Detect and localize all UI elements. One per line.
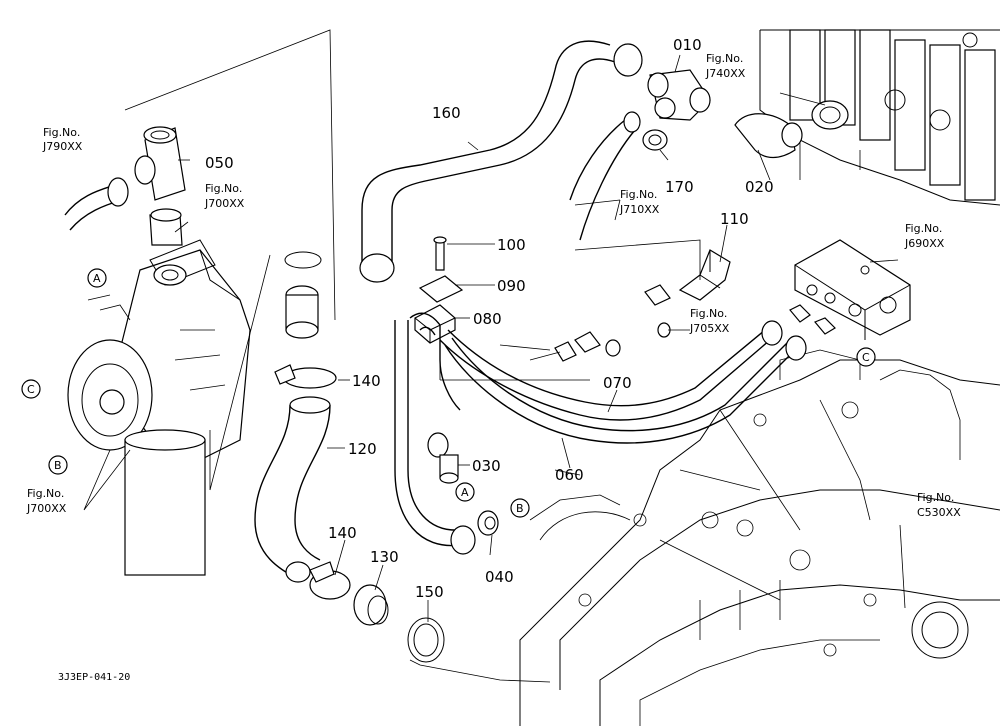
label-040: 040: [485, 568, 514, 586]
fig-ref-c530-code: C530XX: [917, 506, 961, 519]
pipe-160-upper-nut: [613, 43, 643, 77]
circle-markers: A C B A B C: [21, 268, 876, 518]
pipe-160-nut: [359, 253, 395, 283]
label-140-upper: 140: [352, 372, 381, 390]
marker-b-pipe-letter: B: [516, 502, 524, 515]
label-030: 030: [472, 457, 501, 475]
label-170: 170: [665, 178, 694, 196]
pipe-160-b: [391, 58, 616, 262]
label-120: 120: [348, 440, 377, 458]
label-080: 080: [473, 310, 502, 328]
label-020: 020: [745, 178, 774, 196]
marker-c-pump-letter: C: [27, 383, 35, 396]
manifold-block: [789, 239, 911, 340]
pipe-060-left-b: [407, 320, 461, 531]
hose-120-left: [254, 404, 301, 581]
pipe-j710-b: [579, 129, 636, 241]
fig-ref-j740-title: Fig.No.: [706, 52, 743, 65]
fig-ref-j700a-code: J700XX: [204, 197, 245, 210]
pipe-070-end-nut: [761, 320, 783, 346]
label-130: 130: [370, 548, 399, 566]
marker-c-pump: [21, 379, 41, 399]
figure-references: Fig.No. J790XX Fig.No. J700XX Fig.No. J7…: [26, 52, 961, 519]
pipe-160-a: [361, 40, 611, 262]
bracket-guide-line: [574, 239, 701, 280]
hose-120-top-end: [289, 396, 331, 414]
label-110: 110: [720, 210, 749, 228]
label-140-lower: 140: [328, 524, 357, 542]
part-number-labels: 160 010 050 170 020 100 110 090 080 140 …: [205, 36, 774, 601]
label-100: 100: [497, 236, 526, 254]
fig-ref-j700b-title: Fig.No.: [27, 487, 64, 500]
pipe-060-main-a: [444, 344, 796, 444]
bracket-110: [529, 249, 731, 362]
fig-ref-j690-code: J690XX: [904, 237, 945, 250]
pipe-guide-line: [554, 469, 581, 476]
fig-ref-j700a-title: Fig.No.: [205, 182, 242, 195]
fig-ref-j790-title: Fig.No.: [43, 126, 80, 139]
leader-lines: [83, 54, 906, 622]
label-010: 010: [673, 36, 702, 54]
fig-ref-j700b-code: J700XX: [26, 502, 67, 515]
label-160: 160: [432, 104, 461, 122]
clamp-assembly: [414, 236, 464, 344]
marker-a-pump-letter: A: [93, 272, 101, 285]
marker-c-housing-letter: C: [862, 351, 870, 364]
bolt-guide-line: [499, 344, 551, 351]
transmission-housing: [519, 349, 1000, 726]
hose-j790-upper: [64, 184, 116, 216]
drawing-code: 3J3EP-041-20: [58, 672, 130, 683]
lower-fittings: [309, 561, 445, 663]
marker-a-pipe: [455, 482, 475, 502]
pipe-j710-nut: [623, 111, 641, 133]
fittings-030-040: [427, 432, 499, 555]
marker-a-pipe-letter: A: [461, 486, 469, 499]
label-070: 070: [603, 374, 632, 392]
fig-ref-j705-code: J705XX: [689, 322, 730, 335]
marker-b-pump-letter: B: [54, 459, 62, 472]
label-060: 060: [555, 466, 584, 484]
label-050: 050: [205, 154, 234, 172]
marker-a-pump: [87, 268, 107, 288]
fig-ref-j710-title: Fig.No.: [620, 188, 657, 201]
pipe-060-main-b: [451, 337, 791, 432]
pipe-070-main-b: [447, 329, 766, 407]
pipe-070-main-a: [439, 339, 771, 421]
fig-ref-j690-title: Fig.No.: [905, 222, 942, 235]
upper-right-fittings: [642, 69, 803, 159]
hydraulic-pump: [67, 239, 251, 576]
part-050-tee: [134, 126, 186, 246]
marker-b-pump: [48, 455, 68, 475]
marker-b-pipe: [510, 498, 530, 518]
pipe-060-end-nut: [785, 335, 807, 361]
clamp-guide-line: [439, 340, 590, 381]
pipe-j710-a: [569, 119, 626, 201]
oring-guide-line: [409, 659, 551, 683]
assembly-guide-lines: [124, 29, 336, 491]
fig-ref-j710-code: J710XX: [619, 203, 660, 216]
label-090: 090: [497, 277, 526, 295]
fig-ref-c530-title: Fig.No.: [917, 491, 954, 504]
pipe-060-left-a: [394, 320, 461, 547]
fig-ref-j705-title: Fig.No.: [690, 307, 727, 320]
marker-c-housing: [856, 347, 876, 367]
upper-fittings: [274, 251, 337, 389]
control-valve-block: [759, 29, 1000, 206]
label-150: 150: [415, 583, 444, 601]
pipe-070-left-b: [419, 326, 436, 336]
fig-ref-j790-code: J790XX: [42, 140, 83, 153]
fig-ref-j740-code: J740XX: [705, 67, 746, 80]
hose-120-right: [294, 404, 331, 561]
hose-120-bottom-end: [285, 561, 311, 583]
hose-j790-nut: [107, 177, 129, 207]
